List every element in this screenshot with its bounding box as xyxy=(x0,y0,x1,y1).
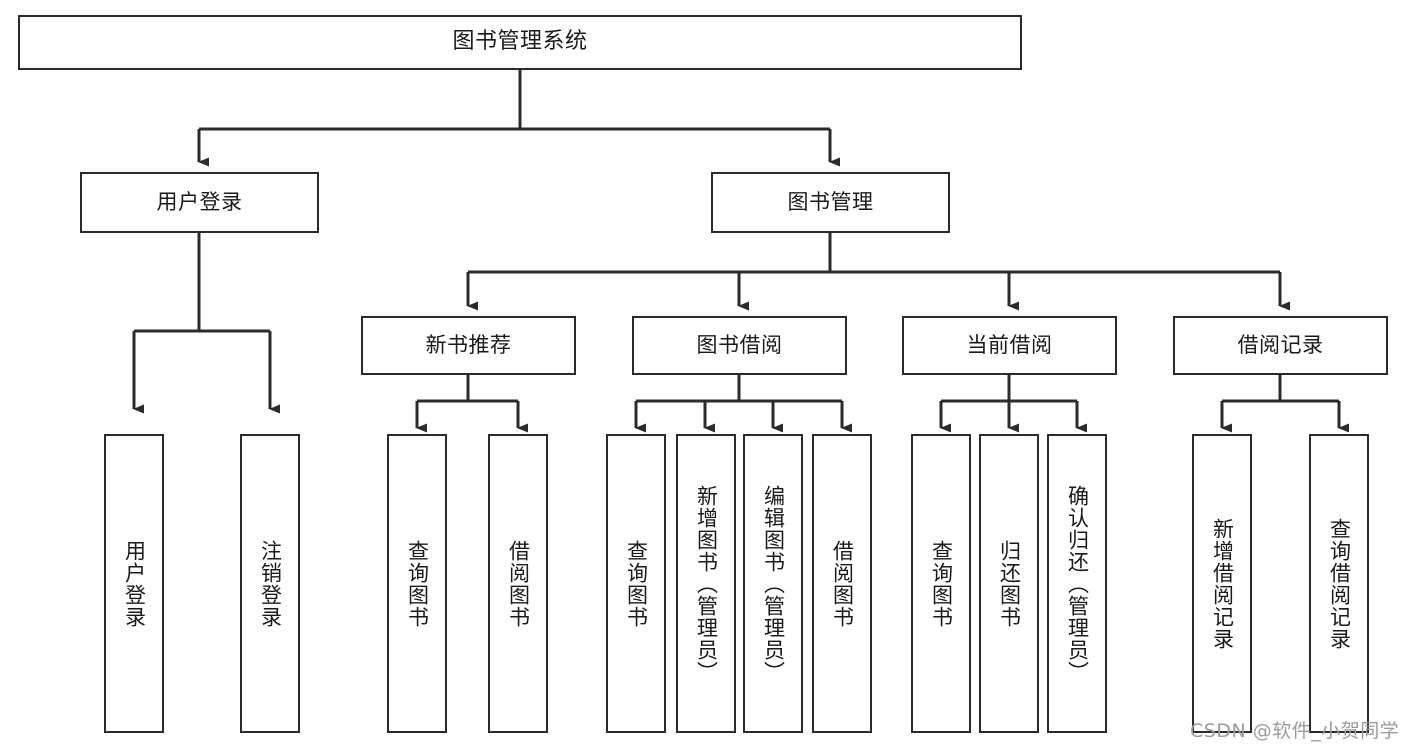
node-leaf-add-borrow-record-label: 新增借阅记录 xyxy=(1210,517,1235,650)
node-root-book-management-system[interactable]: 图书管理系统 xyxy=(18,15,1022,70)
node-book-borrow[interactable]: 图书借阅 xyxy=(632,316,847,375)
node-leaf-confirm-return[interactable]: 确认归还（管理员） xyxy=(1047,434,1107,733)
node-leaf-query-borrow-record-label: 查询借阅记录 xyxy=(1327,517,1352,650)
node-borrow-record[interactable]: 借阅记录 xyxy=(1173,316,1388,375)
node-leaf-return-book-label: 归还图书 xyxy=(997,539,1022,628)
node-leaf-query-book-2-label: 查询图书 xyxy=(624,539,649,628)
node-current-borrow[interactable]: 当前借阅 xyxy=(902,316,1117,375)
node-leaf-borrow-book-1[interactable]: 借阅图书 xyxy=(488,434,548,733)
node-leaf-query-book-1[interactable]: 查询图书 xyxy=(387,434,447,733)
node-book-management-label: 图书管理 xyxy=(787,189,874,214)
node-user-login-label: 用户登录 xyxy=(156,189,243,214)
node-leaf-add-book[interactable]: 新增图书（管理员） xyxy=(676,434,736,733)
node-leaf-confirm-return-label: 确认归还（管理员） xyxy=(1065,484,1090,683)
node-leaf-borrow-book-1-label: 借阅图书 xyxy=(506,539,531,628)
node-leaf-edit-book[interactable]: 编辑图书（管理员） xyxy=(743,434,803,733)
node-leaf-query-book-1-label: 查询图书 xyxy=(405,539,430,628)
node-leaf-query-book-3[interactable]: 查询图书 xyxy=(911,434,971,733)
node-book-borrow-label: 图书借阅 xyxy=(696,332,783,357)
node-leaf-logout-login-label: 注销登录 xyxy=(258,539,283,628)
node-leaf-return-book[interactable]: 归还图书 xyxy=(979,434,1039,733)
node-leaf-add-book-label: 新增图书（管理员） xyxy=(694,484,719,683)
csdn-watermark: CSDN @软件_小贺同学 xyxy=(1190,720,1400,742)
node-borrow-record-label: 借阅记录 xyxy=(1237,332,1324,357)
node-current-borrow-label: 当前借阅 xyxy=(966,332,1053,357)
node-user-login[interactable]: 用户登录 xyxy=(80,172,319,233)
node-leaf-borrow-book-2-label: 借阅图书 xyxy=(830,539,855,628)
node-leaf-user-login-label: 用户登录 xyxy=(122,539,147,628)
node-leaf-add-borrow-record[interactable]: 新增借阅记录 xyxy=(1192,434,1252,733)
node-leaf-query-book-3-label: 查询图书 xyxy=(929,539,954,628)
node-leaf-logout-login[interactable]: 注销登录 xyxy=(240,434,300,733)
node-leaf-borrow-book-2[interactable]: 借阅图书 xyxy=(812,434,872,733)
node-leaf-edit-book-label: 编辑图书（管理员） xyxy=(761,484,786,683)
node-leaf-query-book-2[interactable]: 查询图书 xyxy=(606,434,666,733)
node-book-management[interactable]: 图书管理 xyxy=(711,172,950,233)
node-leaf-user-login[interactable]: 用户登录 xyxy=(104,434,164,733)
node-new-book-recommend-label: 新书推荐 xyxy=(425,332,512,357)
node-leaf-query-borrow-record[interactable]: 查询借阅记录 xyxy=(1309,434,1369,733)
node-new-book-recommend[interactable]: 新书推荐 xyxy=(361,316,576,375)
node-root-label: 图书管理系统 xyxy=(452,29,588,55)
